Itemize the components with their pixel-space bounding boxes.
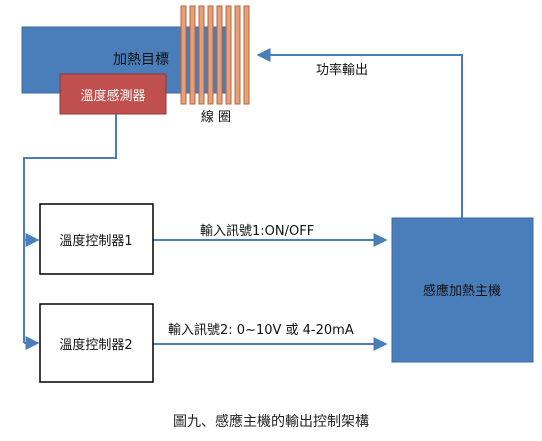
temperature-controller-1-label: 溫度控制器1 [59,233,132,249]
temperature-controller-1-box [39,203,154,275]
temperature-controller-2-box [39,303,154,383]
figure-caption: 圖九、感應主機的輸出控制架構 [173,413,369,430]
sensor-feed-line [23,114,117,343]
coil-strip [180,5,187,105]
coil-label: 線 圈 [201,109,231,125]
temperature-controller-2-label: 溫度控制器2 [59,337,132,353]
coil-icon [180,5,250,105]
coil-strip [225,5,232,105]
input-signal-2-label: 輸入訊號2: 0~10V 或 4-20mA [168,323,354,338]
coil-strip [243,5,250,105]
coil-strip [216,5,223,105]
power-output-arrow [256,48,463,218]
induction-heating-host-block [391,217,534,363]
coil-strip [234,5,241,105]
power-output-label: 功率輸出 [316,62,368,78]
induction-heating-host-label: 感應加熱主機 [423,283,501,299]
coil-strip [189,5,196,105]
input-signal-1-label: 輸入訊號1:ON/OFF [200,224,314,239]
coil-strip [207,5,214,105]
temperature-sensor-label: 溫度感測器 [80,88,145,104]
coil-strip [198,5,205,105]
temperature-sensor-block [59,73,167,115]
heating-target-label: 加熱目標 [113,52,169,68]
